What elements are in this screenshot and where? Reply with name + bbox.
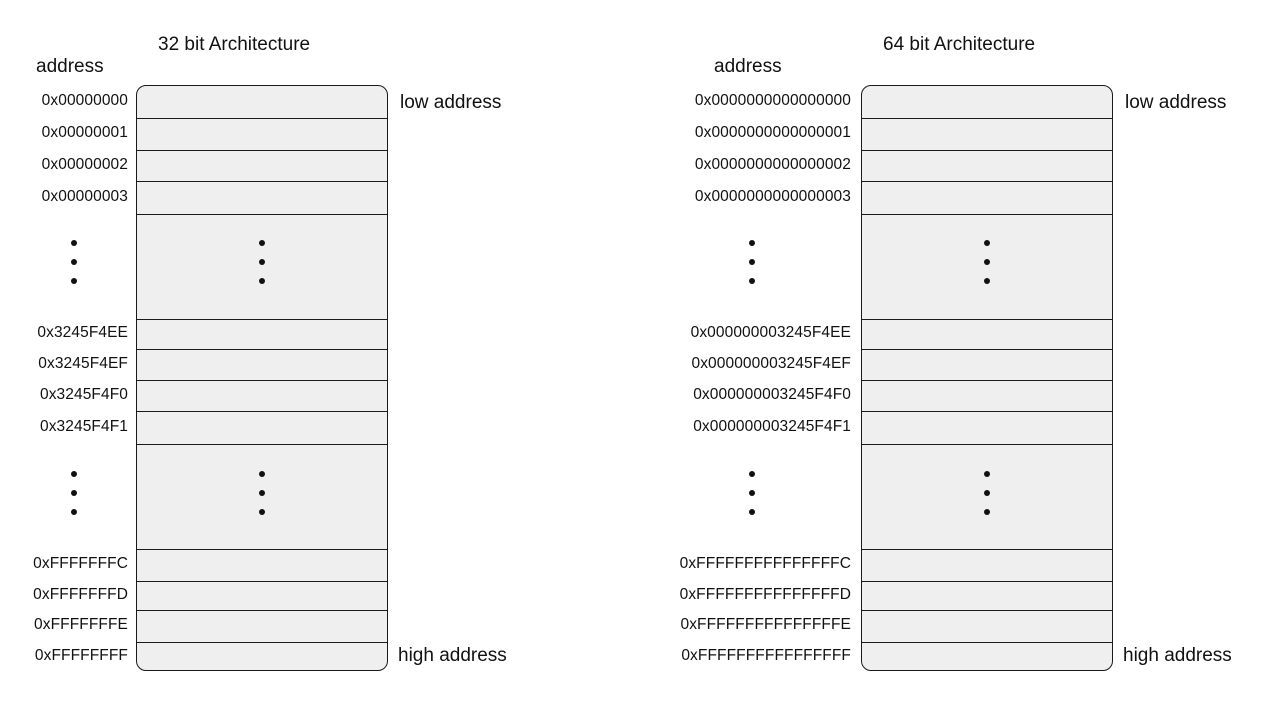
high-address-label-64: high address bbox=[1123, 645, 1232, 666]
memory-block-32 bbox=[136, 85, 388, 671]
address-label: 0x000000003245F4EE bbox=[690, 324, 851, 341]
address-label: 0xFFFFFFFD bbox=[33, 586, 128, 603]
memory-ellipsis-icon bbox=[983, 471, 991, 521]
address-label: 0x000000003245F4F0 bbox=[693, 386, 851, 403]
address-label: 0xFFFFFFFFFFFFFFFD bbox=[679, 586, 851, 603]
memory-block-64 bbox=[861, 85, 1113, 671]
memory-cell bbox=[137, 610, 387, 643]
memory-cell bbox=[137, 349, 387, 381]
address-ellipsis-icon bbox=[70, 240, 78, 290]
address-label: 0x00000003 bbox=[41, 188, 128, 205]
memory-cell bbox=[137, 549, 387, 582]
address-label: 0x0000000000000000 bbox=[694, 92, 851, 109]
address-ellipsis-icon bbox=[748, 471, 756, 521]
address-label: 0xFFFFFFFFFFFFFFFF bbox=[681, 647, 851, 664]
address-label: 0xFFFFFFFE bbox=[34, 616, 128, 633]
memory-cell bbox=[862, 642, 1112, 670]
memory-cell bbox=[137, 642, 387, 670]
memory-cell bbox=[862, 380, 1112, 412]
memory-gap bbox=[862, 444, 1112, 550]
memory-cell bbox=[862, 118, 1112, 151]
address-label: 0x3245F4EE bbox=[37, 324, 128, 341]
address-label: 0xFFFFFFFC bbox=[33, 555, 128, 572]
memory-cell bbox=[862, 181, 1112, 215]
low-address-label-32: low address bbox=[400, 92, 502, 113]
address-label: 0x0000000000000001 bbox=[694, 124, 851, 141]
address-header-64: address bbox=[714, 56, 782, 77]
address-label: 0xFFFFFFFF bbox=[34, 647, 128, 664]
address-label: 0xFFFFFFFFFFFFFFFE bbox=[680, 616, 851, 633]
address-label: 0x3245F4F0 bbox=[39, 386, 128, 403]
address-label: 0x3245F4EF bbox=[38, 355, 128, 372]
memory-cell bbox=[862, 549, 1112, 582]
high-address-label-32: high address bbox=[398, 645, 507, 666]
memory-ellipsis-icon bbox=[258, 240, 266, 290]
address-label: 0x0000000000000003 bbox=[694, 188, 851, 205]
address-label: 0xFFFFFFFFFFFFFFFC bbox=[679, 555, 851, 572]
memory-ellipsis-icon bbox=[258, 471, 266, 521]
memory-cell bbox=[137, 86, 387, 119]
memory-ellipsis-icon bbox=[983, 240, 991, 290]
address-label: 0x000000003245F4F1 bbox=[693, 418, 851, 435]
address-label: 0x00000002 bbox=[41, 156, 128, 173]
address-label: 0x0000000000000002 bbox=[694, 156, 851, 173]
memory-cell bbox=[137, 181, 387, 215]
memory-cell bbox=[137, 319, 387, 350]
address-label: 0x00000001 bbox=[41, 124, 128, 141]
memory-cell bbox=[137, 411, 387, 445]
panel-64-bit: 64 bit Architecture address low address … bbox=[640, 0, 1280, 711]
address-label: 0x00000000 bbox=[41, 92, 128, 109]
address-ellipsis-icon bbox=[748, 240, 756, 290]
address-ellipsis-icon bbox=[70, 471, 78, 521]
memory-cell bbox=[862, 349, 1112, 381]
memory-cell bbox=[862, 319, 1112, 350]
address-header-32: address bbox=[36, 56, 104, 77]
memory-cell bbox=[862, 86, 1112, 119]
memory-cell bbox=[137, 380, 387, 412]
memory-cell bbox=[137, 150, 387, 182]
memory-cell bbox=[862, 411, 1112, 445]
memory-cell bbox=[862, 150, 1112, 182]
diagram-title-32: 32 bit Architecture bbox=[158, 34, 311, 55]
memory-cell bbox=[862, 581, 1112, 611]
memory-gap bbox=[862, 214, 1112, 320]
low-address-label-64: low address bbox=[1125, 92, 1227, 113]
memory-gap bbox=[137, 444, 387, 550]
diagram-title-64: 64 bit Architecture bbox=[883, 34, 1036, 55]
panel-32-bit: 32 bit Architecture address low address … bbox=[33, 34, 507, 671]
memory-cell bbox=[137, 581, 387, 611]
address-label: 0x3245F4F1 bbox=[39, 418, 128, 435]
memory-cell bbox=[137, 118, 387, 151]
memory-gap bbox=[137, 214, 387, 320]
memory-cell bbox=[862, 610, 1112, 643]
address-label: 0x000000003245F4EF bbox=[691, 355, 851, 372]
